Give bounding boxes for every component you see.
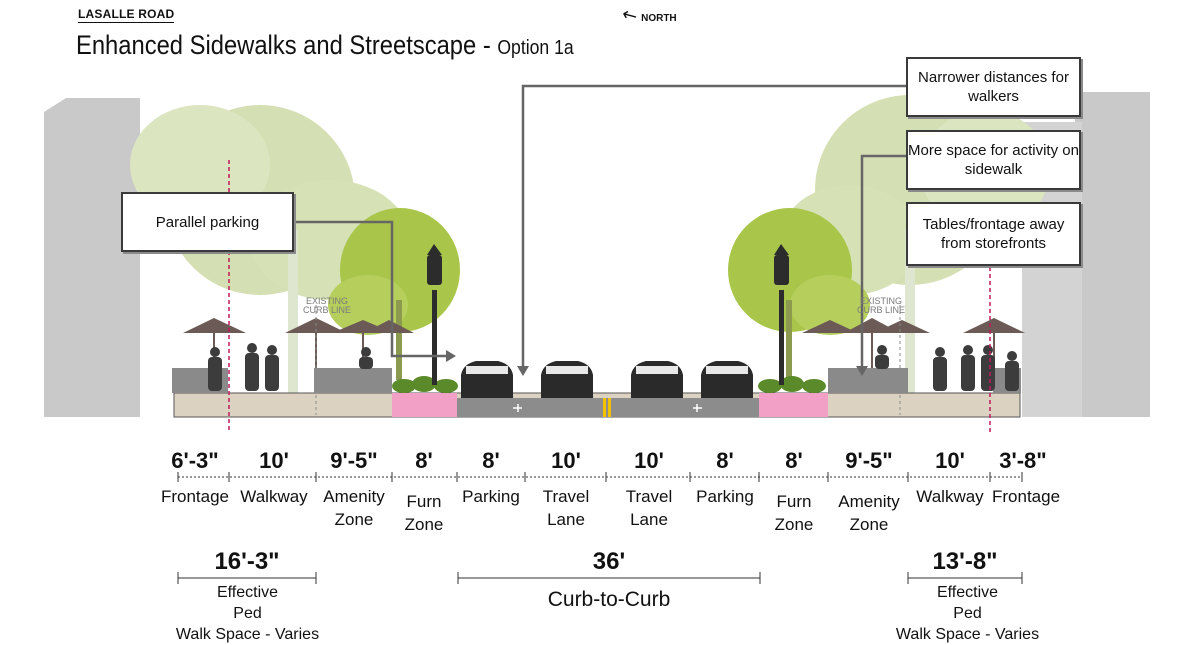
cafe-umbrellas	[183, 318, 1025, 368]
segment-label: Amenity Zone	[323, 487, 385, 529]
lane-marking-right	[693, 404, 702, 412]
segment-label: Frontage	[160, 487, 230, 506]
left-furn-zone	[392, 393, 457, 417]
segment-label: Parking	[462, 487, 520, 506]
north-label: NORTH	[641, 13, 677, 24]
segment-label: Amenity Zone	[838, 492, 900, 534]
segment-dimension: 10'	[634, 448, 664, 473]
segment-dimension: 8'	[716, 448, 734, 473]
callout-more-space: More space for activity on sidewalk	[906, 130, 1081, 190]
segment-label: Frontage	[992, 487, 1061, 506]
right-effective-ped-label: Effective Ped Walk Space - Varies	[895, 584, 1040, 643]
segment-label: Travel Lane	[542, 487, 590, 529]
segment-dimension: 9'-5"	[845, 448, 893, 473]
segment-dimension: 10'	[259, 448, 289, 473]
road-name-label: LASALLE ROAD	[78, 7, 175, 23]
diagram-title: Enhanced Sidewalks and Streetscape - Opt…	[76, 30, 574, 61]
segment-dimension: 9'-5"	[330, 448, 378, 473]
right-amenity-planter	[828, 368, 908, 393]
segment-dimension: 8'	[415, 448, 433, 473]
segment-dimension: 6'-3"	[171, 448, 219, 473]
lane-marking-left	[513, 404, 522, 412]
title-main: Enhanced Sidewalks and Streetscape -	[76, 30, 498, 60]
segment-dimension: 8'	[785, 448, 803, 473]
parked-and-moving-cars	[461, 361, 753, 398]
title-option: Option 1a	[497, 37, 574, 59]
street-lamps	[427, 244, 789, 385]
existing-curb-lines	[315, 305, 901, 415]
callout-tables-frontage: Tables/frontage away from storefronts	[906, 202, 1081, 266]
segment-dimension: 10'	[551, 448, 581, 473]
pedestrians	[208, 343, 1019, 391]
segment-label: Furn Zone	[774, 492, 814, 534]
center-line-a	[603, 398, 606, 417]
street-trees	[328, 208, 870, 380]
segment-dimension: 3'-8"	[999, 448, 1047, 473]
callout-parallel-parking: Parallel parking	[121, 192, 294, 252]
callout-leaders	[292, 84, 908, 368]
left-effective-ped-dimension: 16'-3"	[214, 548, 280, 575]
north-indicator: ↖ NORTH	[618, 3, 677, 28]
segment-label: Furn Zone	[404, 492, 444, 534]
left-building	[44, 98, 140, 417]
callout-arrowheads	[446, 350, 868, 376]
segment-label: Walkway	[916, 487, 984, 506]
existing-curb-line-right-label: EXISTING CURB LINE	[856, 296, 905, 315]
left-amenity-planter	[314, 368, 392, 393]
segment-dimension: 8'	[482, 448, 500, 473]
existing-curb-line-left-label: EXISTING CURB LINE	[302, 296, 351, 315]
center-line-b	[608, 398, 611, 417]
callout-narrower-distances: Narrower distances for walkers	[906, 57, 1081, 117]
dimension-lines	[177, 472, 1023, 584]
segment-label: Parking	[696, 487, 754, 506]
right-effective-ped-dimension: 13'-8"	[932, 548, 998, 575]
curb-to-curb-label: Curb-to-Curb	[547, 588, 671, 611]
segment-label: Walkway	[240, 487, 308, 506]
segment-label: Travel Lane	[625, 487, 673, 529]
curb-to-curb-dimension: 36'	[592, 548, 626, 575]
right-furn-zone	[759, 393, 828, 417]
segment-dimension: 10'	[935, 448, 965, 473]
shrubs	[392, 376, 826, 393]
left-effective-ped-label: Effective Ped Walk Space - Varies	[175, 584, 320, 643]
